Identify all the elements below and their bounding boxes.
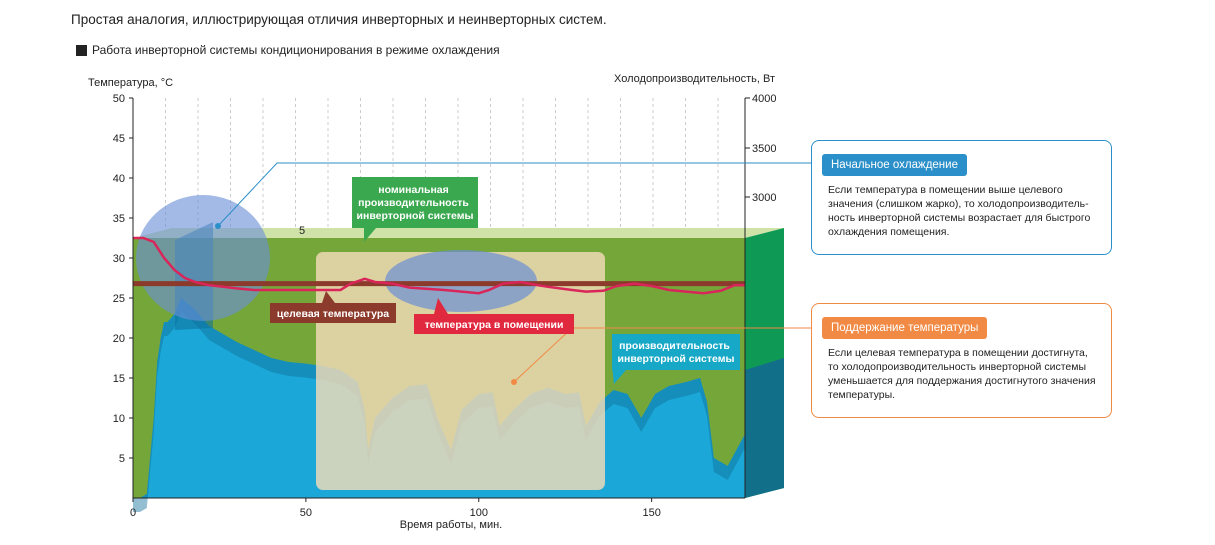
y-tick-left-label: 35	[113, 213, 125, 225]
nominal-capacity-tag-pointer	[364, 228, 376, 242]
capacity-ridge	[167, 314, 175, 336]
capacity-ridge	[668, 382, 687, 400]
y-tick-left-label: 45	[113, 133, 125, 145]
nominal-tag-line-1: номинальная	[378, 184, 448, 196]
inverter-tag-line-2: инверторной системы	[618, 353, 735, 365]
capacity-ridge	[713, 458, 728, 480]
maintain-temperature-panel: Поддержание температуры Если целевая тем…	[811, 303, 1112, 418]
maintain-leader-dot	[511, 379, 517, 385]
y-axis-right-label: Холодопроизводительность, Вт	[614, 73, 775, 85]
initial-cooling-panel: Начальное охлаждение Если температура в …	[811, 140, 1112, 255]
maintain-temperature-title: Поддержание температуры	[822, 317, 988, 339]
capacity-ridge	[236, 342, 255, 364]
nominal-tag-line-2: производительность	[358, 197, 469, 209]
capacity-ridge	[254, 350, 272, 372]
y-tick-right-label: 3000	[752, 192, 776, 204]
room-temperature-tag: температура в помещении	[414, 298, 574, 334]
y-tick-left-label: 10	[113, 413, 125, 425]
initial-leader-dot	[215, 223, 221, 229]
capacity-ridge	[271, 358, 289, 376]
capacity-ridge	[700, 378, 707, 416]
capacity-band-3d	[133, 228, 784, 498]
maintain-temperature-text: Если целевая температура в помещении дос…	[828, 347, 1096, 401]
capacity-right-face	[745, 358, 784, 498]
y-tick-left-label: 30	[113, 253, 125, 265]
nominal-tag-line-3: инверторной системы	[357, 210, 474, 222]
y-tick-left-label: 40	[113, 173, 125, 185]
capacity-ridge	[133, 498, 140, 512]
capacity-ridge	[613, 390, 628, 408]
nominal-capacity-tag-box	[352, 177, 478, 228]
inverter-capacity-tag: производительность инверторной системы	[612, 334, 740, 384]
capacity-ridge	[686, 378, 701, 396]
room-tag-box	[414, 314, 574, 334]
chart-subtitle: Работа инверторной системы кондициониров…	[76, 43, 500, 57]
y-tick-right-label: 3500	[752, 143, 776, 155]
capacity-ridge	[160, 322, 165, 352]
capacity-ridge	[164, 322, 168, 336]
page-title: Простая аналогия, иллюстрирующая отличия…	[71, 12, 607, 27]
capacity-ridge	[157, 338, 161, 376]
maintenance-ellipse	[385, 250, 537, 312]
initial-cooling-ellipse	[136, 195, 270, 321]
x-tick-label: 50	[300, 507, 312, 519]
x-axis-label: Время работы, мин.	[400, 519, 502, 531]
y-tick-left-label: 25	[113, 293, 125, 305]
capacity-ridge	[153, 362, 158, 432]
inverter-tag-text: производительность инверторной системы	[618, 340, 735, 365]
nominal-capacity-tag: номинальная производительность инверторн…	[352, 177, 478, 242]
capacity-ridge	[706, 402, 714, 472]
capacity-ridge	[727, 434, 745, 480]
band-top-face	[133, 228, 784, 238]
initial-cooling-title: Начальное охлаждение	[822, 154, 967, 176]
capacity-ridge	[209, 326, 223, 348]
nominal-capacity-tag-text: номинальная производительность инверторн…	[357, 184, 474, 222]
capacity-ridge	[146, 418, 154, 508]
tick-labels: 0 50 100 150 5 10 15 20 25 30 35 40 45 50 3000 3500 4000	[113, 93, 777, 519]
x-tick-label: 0	[130, 507, 136, 519]
target-tag-pointer	[322, 291, 335, 303]
room-tag-pointer	[434, 298, 448, 314]
initial-leader-line	[217, 162, 818, 227]
chart-subtitle-text: Работа инверторной системы кондициониров…	[92, 43, 500, 57]
inverter-tag-box	[612, 334, 740, 370]
y-tick-left-label: 5	[119, 453, 125, 465]
y-tick-left-label: 50	[113, 93, 125, 105]
x-tick-label: 150	[642, 507, 660, 519]
initial-cooling-text: Если температура в помещении выше целево…	[828, 184, 1091, 238]
capacity-ridge	[641, 394, 656, 432]
y-tick-right-label: 4000	[752, 93, 776, 105]
inverter-tag-pointer	[612, 366, 626, 384]
room-tag-text: температура в помещении	[425, 319, 564, 331]
capacity-ridge	[222, 334, 237, 356]
y-axis-left-label: Температура, °C	[88, 77, 173, 89]
square-bullet-icon	[76, 44, 87, 56]
capacity-ridge	[655, 386, 669, 408]
target-tag-text: целевая температура	[277, 308, 389, 320]
stray-label: 5	[299, 225, 305, 237]
inverter-tag-line-1: производительность	[619, 340, 730, 352]
x-tick-label: 100	[470, 507, 488, 519]
y-tick-left-label: 20	[113, 333, 125, 345]
y-tick-left-label: 15	[113, 373, 125, 385]
capacity-ridge	[627, 394, 642, 432]
target-temperature-tag: целевая температура	[270, 291, 396, 323]
capacity-ridge	[288, 362, 306, 378]
room-temperature-line	[133, 236, 745, 295]
target-tag-box	[270, 303, 396, 323]
